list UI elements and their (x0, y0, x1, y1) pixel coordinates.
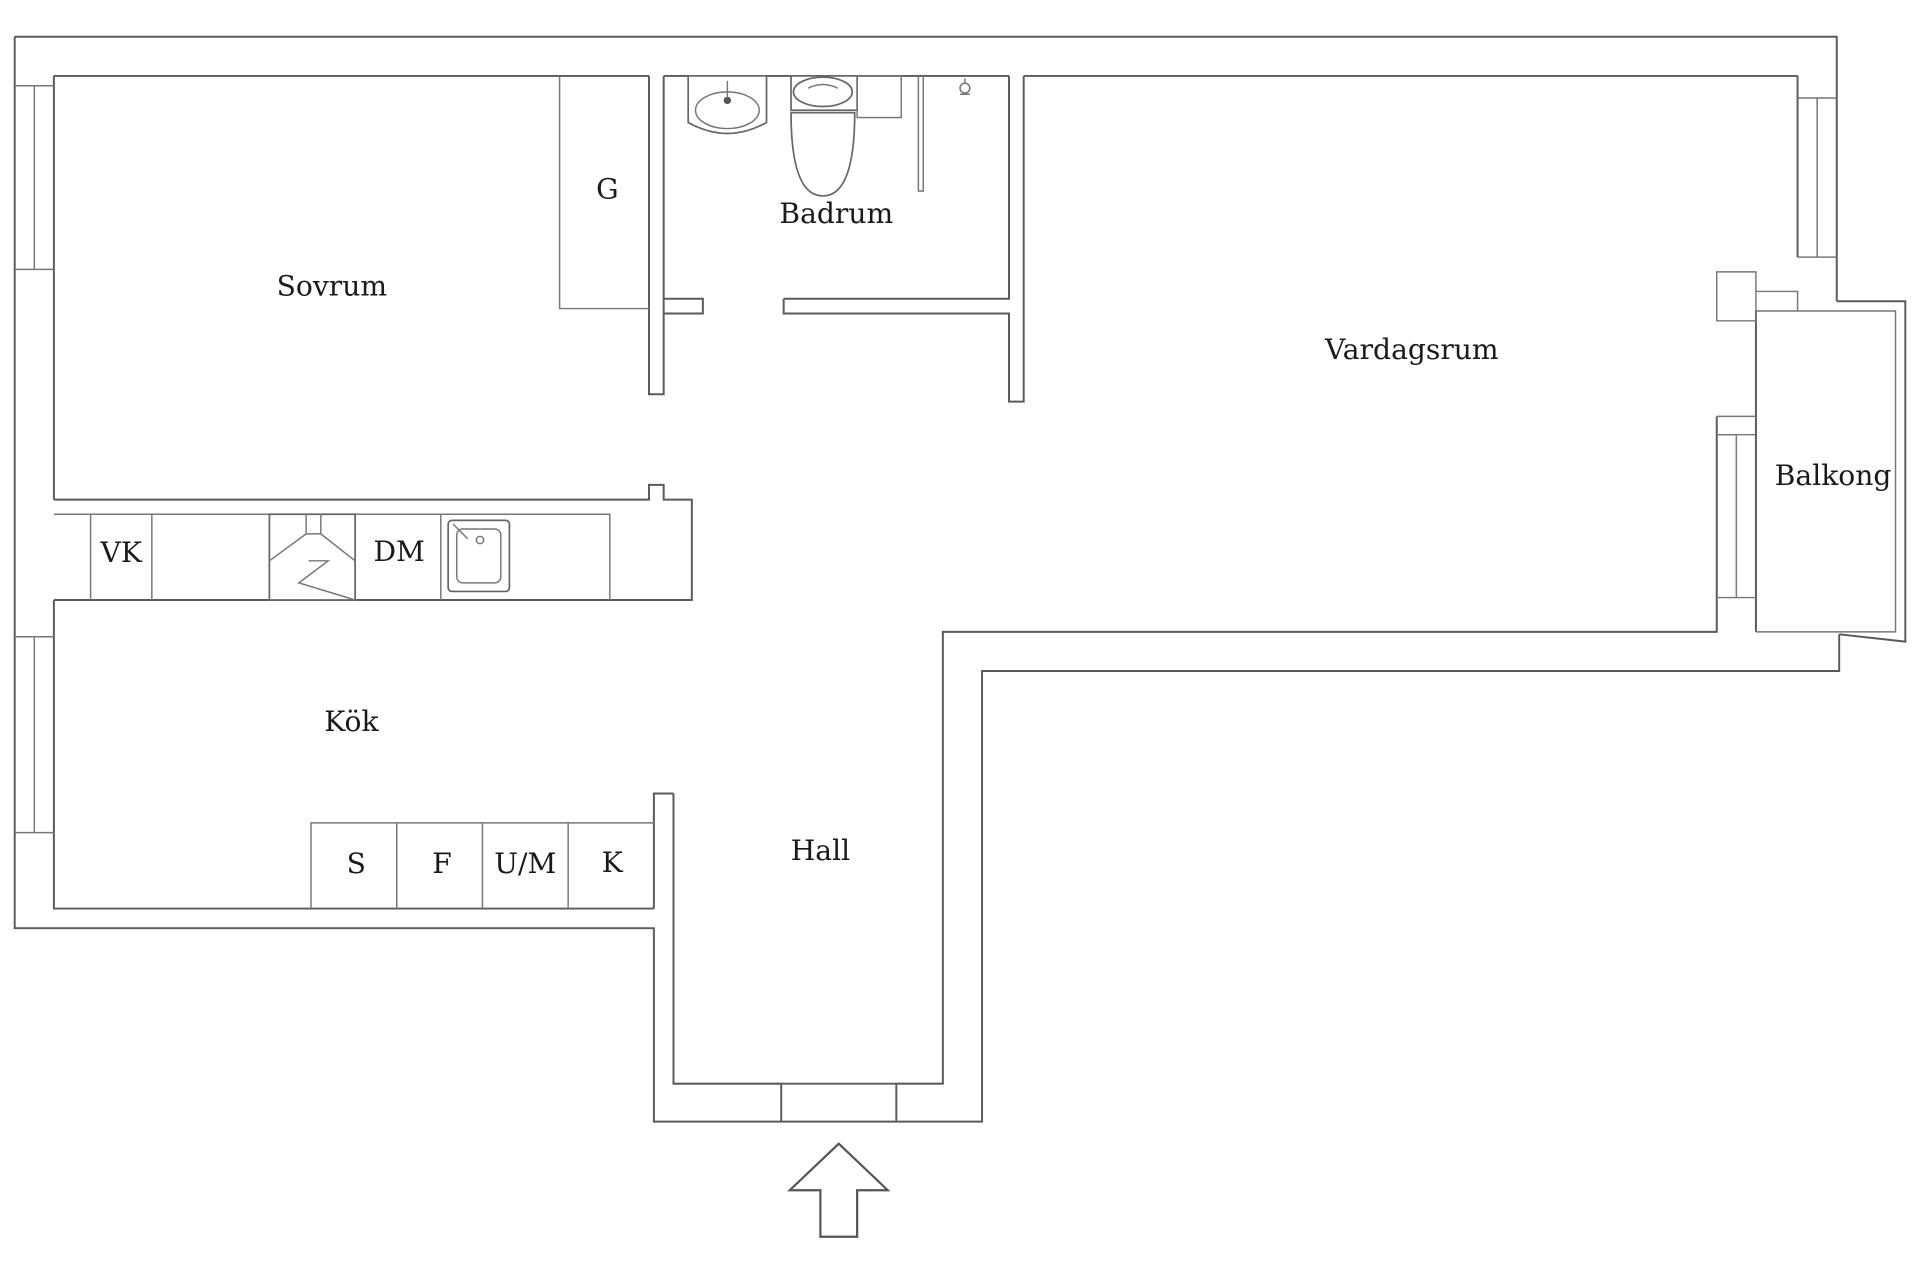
room-label-sovrum: Sovrum (277, 269, 387, 302)
toilet-icon (790, 75, 902, 197)
kitchen-sink-icon (447, 519, 511, 593)
appliance-label-k: K (602, 846, 624, 879)
entrance-arrow-icon (787, 1142, 891, 1238)
room-label-balkong: Balkong (1775, 459, 1892, 492)
appliance-label-f: F (432, 847, 452, 880)
interior-walls (53, 75, 1025, 909)
room-label-garderob: G (596, 173, 619, 206)
washbasin-icon (687, 75, 768, 135)
appliance-label-vk: VK (100, 536, 143, 569)
outer-walls (13, 35, 1841, 1123)
balcony-outline (1755, 300, 1907, 643)
appliance-label-dm: DM (373, 535, 424, 568)
entrance-door (673, 1082, 943, 1122)
shower-icon (959, 78, 971, 96)
kitchen-counter-lower (310, 822, 654, 909)
appliance-label-s: S (347, 847, 366, 880)
appliance-label-um: U/M (494, 847, 556, 880)
room-label-kok: Kök (324, 705, 379, 738)
windows (14, 84, 1837, 834)
room-label-hall: Hall (791, 834, 850, 867)
room-label-vardagsrum: Vardagsrum (1324, 333, 1499, 366)
room-label-badrum: Badrum (779, 197, 893, 230)
stove-hood-icon (268, 513, 356, 601)
